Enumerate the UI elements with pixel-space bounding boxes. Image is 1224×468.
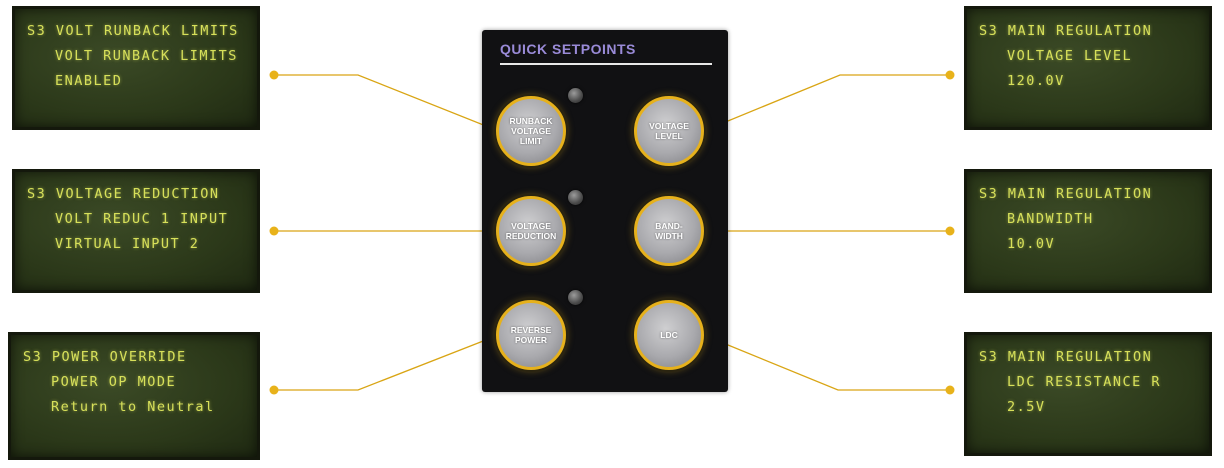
lcd-line: 120.0V bbox=[1007, 73, 1065, 89]
indicator-led-reverse-power bbox=[568, 290, 583, 305]
lcd-screen-runback: S3 VOLT RUNBACK LIMITS VOLT RUNBACK LIMI… bbox=[12, 6, 260, 130]
lcd-line: S3 VOLT RUNBACK LIMITS bbox=[27, 23, 239, 39]
lcd-line: S3 MAIN REGULATION bbox=[979, 23, 1153, 39]
lcd-screen-voltage-reduction: S3 VOLTAGE REDUCTION VOLT REDUC 1 INPUT … bbox=[12, 169, 260, 293]
lcd-line: S3 VOLTAGE REDUCTION bbox=[27, 186, 220, 202]
panel-divider bbox=[500, 63, 712, 65]
lcd-line: VOLTAGE LEVEL bbox=[1007, 48, 1133, 64]
lcd-line: VOLT REDUC 1 INPUT bbox=[55, 211, 229, 227]
connector-ldc bbox=[705, 335, 950, 391]
lcd-line: 2.5V bbox=[1007, 399, 1046, 415]
lcd-line: LDC RESISTANCE R bbox=[1007, 374, 1162, 390]
button-label: VOLTAGE REDUCTION bbox=[505, 221, 557, 241]
connector-runback bbox=[274, 74, 497, 131]
lcd-line: POWER OP MODE bbox=[51, 374, 177, 390]
lcd-screen-power-override: S3 POWER OVERRIDE POWER OP MODE Return t… bbox=[8, 332, 260, 460]
panel-title: QUICK SETPOINTS bbox=[500, 41, 636, 57]
button-label: REVERSE POWER bbox=[510, 325, 552, 345]
lcd-line: 10.0V bbox=[1007, 236, 1056, 252]
indicator-led-voltage-reduction bbox=[568, 190, 583, 205]
indicator-led-runback bbox=[568, 88, 583, 103]
button-label: LDC bbox=[660, 330, 678, 340]
connector-reverse-power bbox=[274, 335, 497, 391]
lcd-line: ENABLED bbox=[55, 73, 123, 89]
lcd-line: S3 MAIN REGULATION bbox=[979, 349, 1153, 365]
connector-dot bbox=[269, 226, 279, 236]
ldc-button[interactable]: LDC bbox=[634, 300, 704, 370]
lcd-line: Return to Neutral bbox=[51, 399, 215, 415]
lcd-line: S3 MAIN REGULATION bbox=[979, 186, 1153, 202]
voltage-reduction-button[interactable]: VOLTAGE REDUCTION bbox=[496, 196, 566, 266]
connector-dot bbox=[945, 70, 955, 80]
lcd-screen-voltage-level: S3 MAIN REGULATION VOLTAGE LEVEL 120.0V bbox=[964, 6, 1212, 130]
quick-setpoints-panel: QUICK SETPOINTS RUNBACK VOLTAGE LIMIT VO… bbox=[482, 30, 728, 392]
connector-dot bbox=[269, 385, 279, 395]
lcd-line: BANDWIDTH bbox=[1007, 211, 1094, 227]
reverse-power-button[interactable]: REVERSE POWER bbox=[496, 300, 566, 370]
button-label: BAND- WIDTH bbox=[655, 221, 683, 241]
lcd-screen-ldc: S3 MAIN REGULATION LDC RESISTANCE R 2.5V bbox=[964, 332, 1212, 456]
bandwidth-button[interactable]: BAND- WIDTH bbox=[634, 196, 704, 266]
connector-voltage-level bbox=[705, 74, 950, 131]
lcd-line: S3 POWER OVERRIDE bbox=[23, 349, 187, 365]
connector-dot bbox=[945, 385, 955, 395]
runback-voltage-limit-button[interactable]: RUNBACK VOLTAGE LIMIT bbox=[496, 96, 566, 166]
connector-dot bbox=[269, 70, 279, 80]
button-label: VOLTAGE LEVEL bbox=[649, 121, 689, 141]
lcd-screen-bandwidth: S3 MAIN REGULATION BANDWIDTH 10.0V bbox=[964, 169, 1212, 293]
lcd-line: VOLT RUNBACK LIMITS bbox=[55, 48, 238, 64]
lcd-line: VIRTUAL INPUT 2 bbox=[55, 236, 200, 252]
voltage-level-button[interactable]: VOLTAGE LEVEL bbox=[634, 96, 704, 166]
button-label: RUNBACK VOLTAGE LIMIT bbox=[509, 116, 553, 146]
connector-dot bbox=[945, 226, 955, 236]
